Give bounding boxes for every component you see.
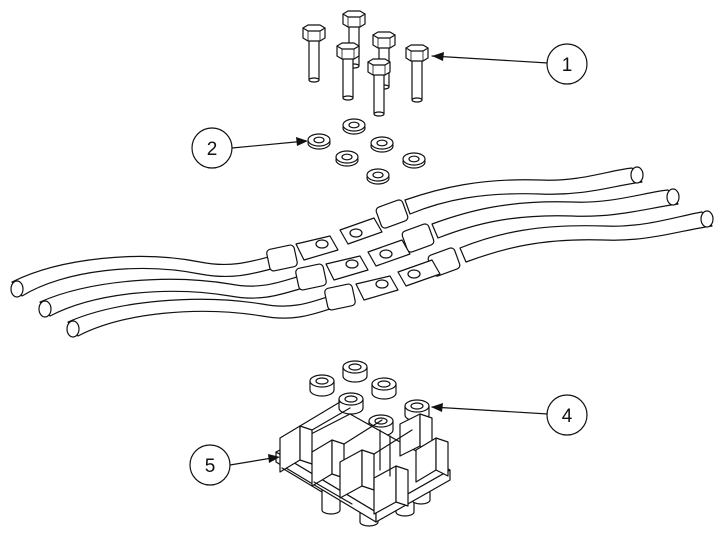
nut [338, 392, 364, 415]
arrowhead-icon [268, 454, 280, 463]
cable-set [10, 166, 714, 338]
arrowhead-icon [432, 52, 444, 61]
washer [342, 118, 366, 135]
nut [371, 377, 397, 400]
arrowhead-icon [431, 403, 443, 412]
leader-line [231, 140, 307, 149]
bolt [405, 44, 429, 103]
bolt [336, 42, 360, 101]
terminal-block [275, 401, 451, 527]
bolt-set [302, 10, 429, 117]
callout-number: 4 [562, 406, 573, 427]
washer [370, 136, 394, 153]
bolt [302, 24, 326, 83]
callout-5: 5 [189, 444, 280, 486]
cable-left-3 [66, 275, 399, 338]
washer [366, 168, 390, 185]
cable-right-2 [367, 188, 680, 267]
washer-set [307, 118, 426, 185]
cable-left-1 [10, 235, 339, 298]
cable-right-3 [397, 210, 714, 287]
washer [335, 150, 359, 167]
cable-left-2 [38, 255, 369, 318]
callout-circle [189, 444, 231, 486]
callout-4: 4 [431, 394, 588, 436]
leader-line [431, 55, 549, 64]
nut [309, 374, 335, 397]
callout-circle [546, 394, 588, 436]
leader-line [431, 406, 549, 415]
callout-number: 5 [205, 456, 216, 477]
callout-circle [546, 43, 588, 85]
callout-1: 1 [431, 43, 588, 85]
callout-number: 2 [207, 139, 218, 160]
washer [307, 133, 331, 150]
callout-2: 2 [191, 127, 308, 169]
nut [342, 360, 368, 383]
arrowhead-icon [296, 137, 308, 146]
cable-right-1 [339, 166, 644, 245]
callout-number: 1 [562, 55, 573, 76]
callout-circle [191, 127, 233, 169]
washer [402, 152, 426, 169]
